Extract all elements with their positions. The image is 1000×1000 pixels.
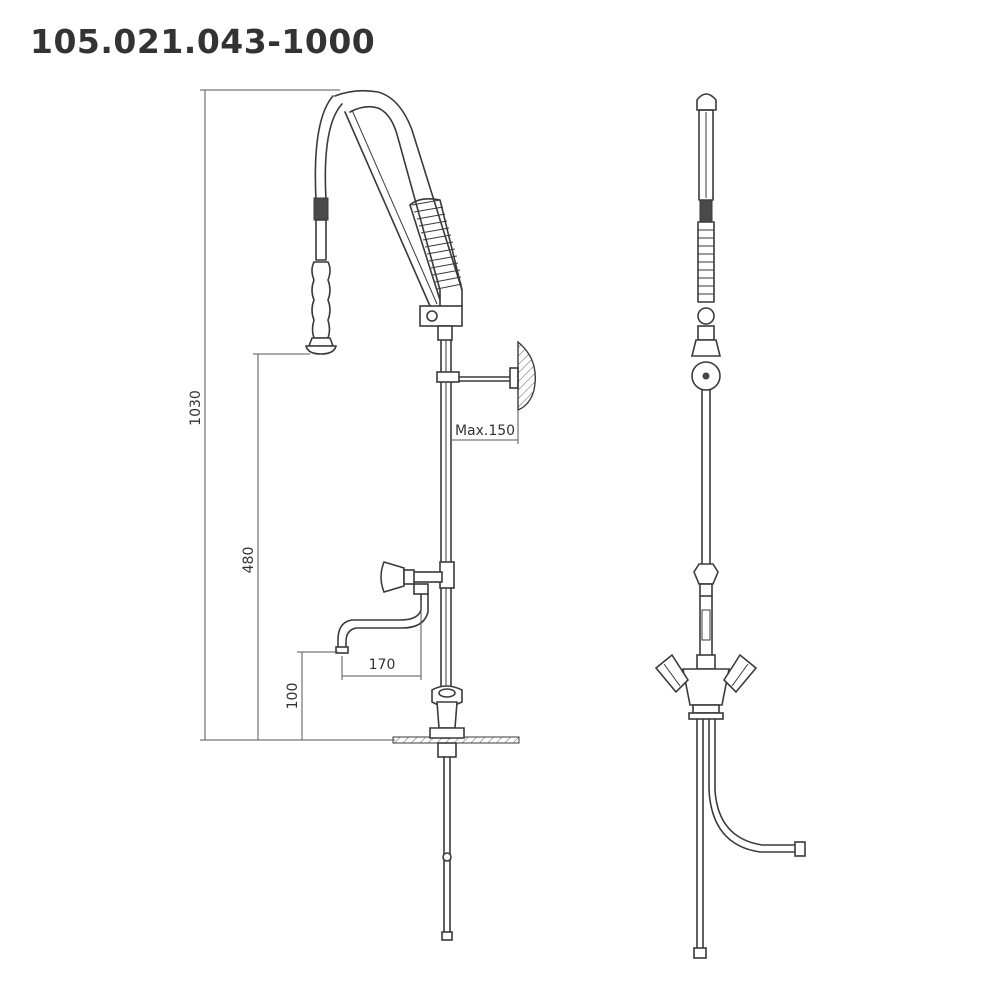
front-top-cap [696, 93, 717, 111]
support-rod [344, 111, 431, 307]
spring-coil [409, 198, 463, 301]
dim-hose-height-label: 480 [241, 547, 257, 574]
dim-spout-height-label: 100 [285, 683, 301, 710]
dimension-lines: 1030 480 100 170 Max.150 [188, 89, 519, 741]
flex-hose [314, 95, 334, 201]
wall-plate [517, 340, 536, 412]
dim-total-height-label: 1030 [188, 390, 204, 426]
front-handle-left [654, 653, 690, 694]
arch-pipe [334, 89, 463, 307]
front-supply-hose [708, 718, 796, 853]
dim-wall-distance-label: Max.150 [455, 423, 515, 439]
valve-handle [380, 561, 405, 593]
drawing-title: 105.021.043-1000 [30, 22, 376, 61]
wall-bracket-clamp [436, 371, 460, 383]
spray-head [304, 345, 338, 355]
spray-handle [311, 261, 331, 339]
front-view [654, 93, 806, 959]
front-mixer-body [682, 668, 730, 706]
front-handle-right [722, 653, 758, 694]
swivel-spout [337, 593, 422, 649]
dim-spout-reach-label: 170 [369, 657, 396, 673]
side-view [304, 89, 536, 941]
front-valve-knob [693, 563, 719, 585]
